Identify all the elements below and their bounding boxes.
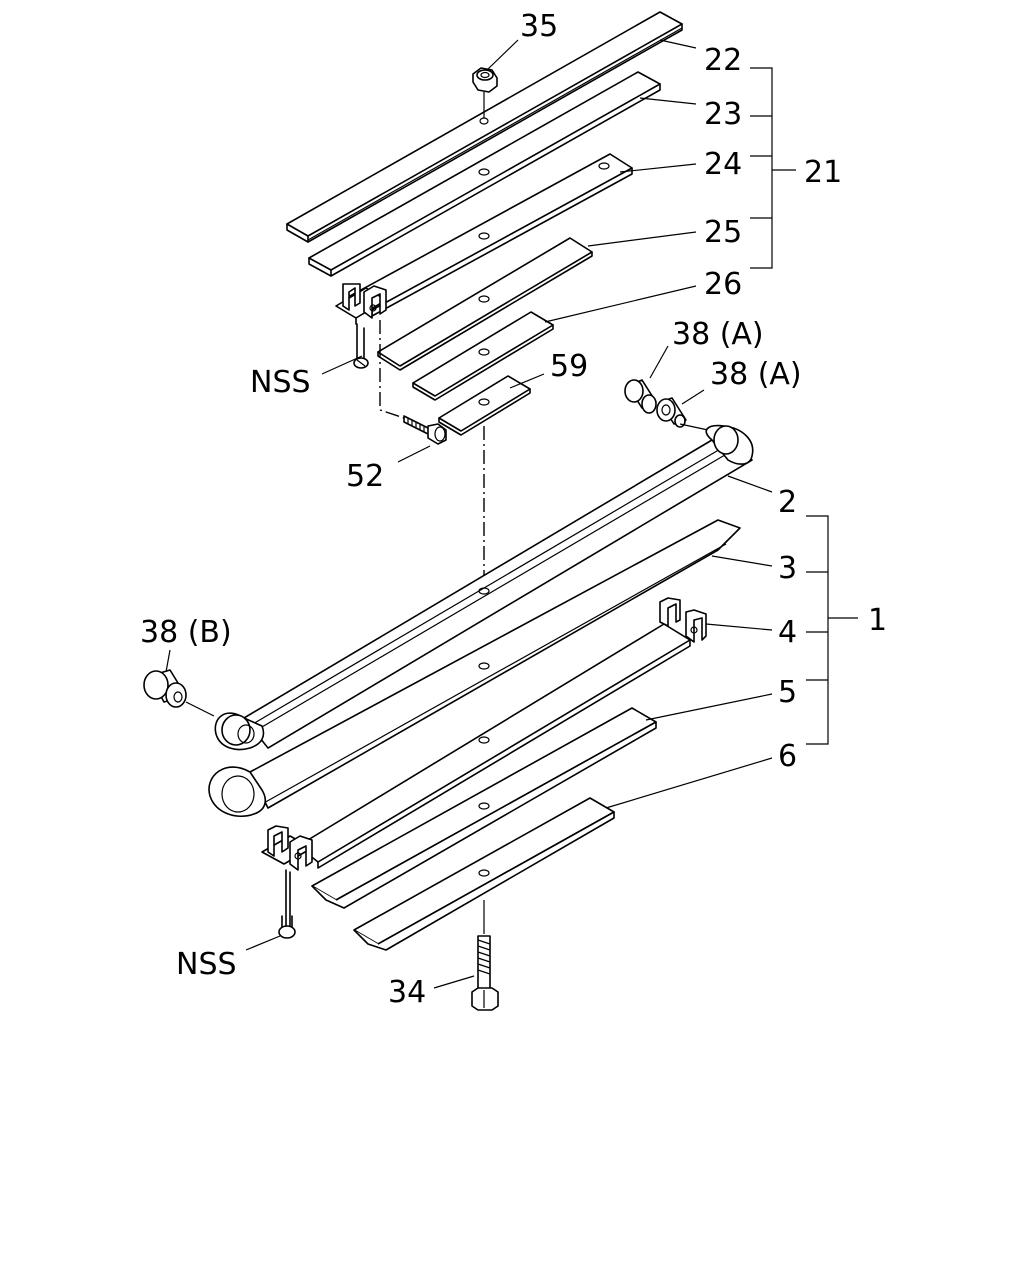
bracket-21 [750,67,796,269]
label-38b: 38 (B) [140,615,232,650]
label-4: 4 [778,615,797,650]
label-22: 22 [704,43,742,78]
label-5: 5 [778,675,797,710]
label-2: 2 [778,485,797,520]
bushing-38b [143,669,187,708]
leader-38a-1 [649,345,669,379]
label-26: 26 [704,267,742,302]
label-23: 23 [704,97,742,132]
label-59: 59 [550,349,588,384]
upper-spring-assembly [286,11,683,445]
label-25: 25 [704,215,742,250]
upper-leaders [321,39,697,463]
label-nss-bottom: NSS [176,947,237,982]
label-38a-2: 38 (A) [710,357,802,392]
leaf-26 [412,311,554,401]
label-35: 35 [520,9,558,44]
label-21: 21 [804,155,842,190]
center-bolt-34 [471,900,499,1011]
bushing-38a-2 [656,397,687,428]
front-rebound-clip [659,597,707,643]
bushing-38a-1 [624,379,657,414]
lower-leaders [165,475,773,989]
label-34: 34 [388,975,426,1010]
leaf-22 [286,11,683,243]
leaf-3-wrap [208,519,741,818]
label-3: 3 [778,551,797,586]
leaf-25 [377,237,593,371]
callout-labels: 35 22 23 24 21 25 26 38 (A) 38 (A) NSS 5… [140,9,887,1010]
bracket-1 [806,515,858,745]
rear-rebound-clip [261,825,313,871]
leader-38a-2 [681,389,705,405]
leaf-23 [308,71,661,277]
label-6: 6 [778,739,797,774]
label-nss-top: NSS [250,365,311,400]
nss-bolt-lower [278,869,296,939]
nut-35 [472,67,498,125]
leaf-6 [353,797,615,951]
upper-rebound-clip [335,283,387,325]
nss-bolt-upper [353,323,369,369]
bolt-52 [403,415,447,445]
label-24: 24 [704,147,742,182]
leaf-2-main [214,424,754,751]
leader-38a-eye [679,423,709,431]
label-38a-1: 38 (A) [672,317,764,352]
label-1: 1 [868,603,887,638]
guide-line-clip [379,320,405,419]
lower-spring-assembly [143,424,754,1011]
leaf-5 [311,707,657,909]
label-52: 52 [346,459,384,494]
leaf-59 [438,375,531,436]
